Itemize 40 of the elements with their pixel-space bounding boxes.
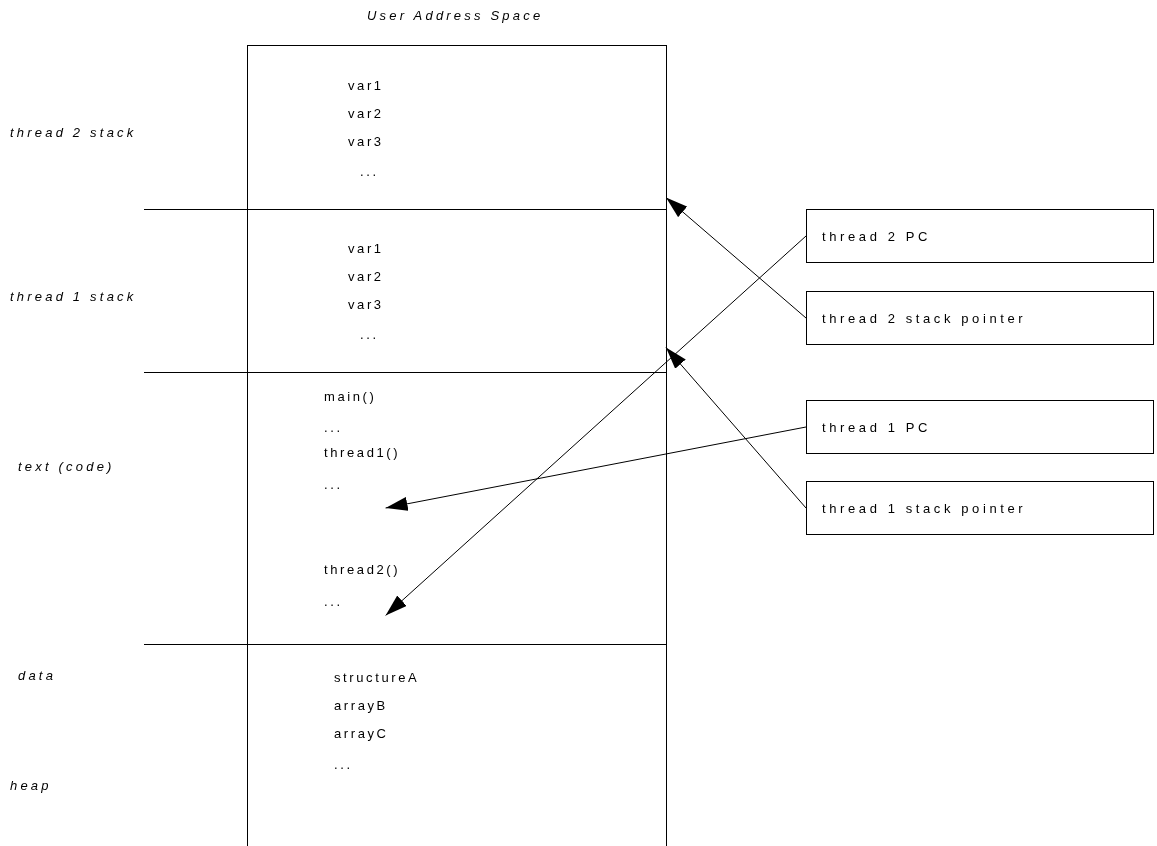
segment-label: thread 1 stack	[10, 289, 137, 305]
arrow	[385, 426, 807, 511]
memory-entry: var3	[348, 297, 384, 313]
memory-entry: ...	[360, 327, 379, 343]
memory-entry: arrayB	[334, 698, 388, 714]
arrow	[665, 347, 807, 509]
register-label: thread 1 PC	[822, 420, 931, 436]
register-box	[806, 209, 1154, 263]
memory-entry: var2	[348, 106, 384, 122]
register-box	[806, 291, 1154, 345]
memory-segment	[247, 46, 667, 210]
memory-entry: var1	[348, 78, 384, 94]
register-label: thread 1 stack pointer	[822, 501, 1027, 517]
memory-entry: ...	[360, 164, 379, 180]
memory-segment	[247, 645, 667, 846]
memory-entry: ...	[324, 420, 343, 436]
memory-entry: ...	[324, 594, 343, 610]
register-box	[806, 481, 1154, 535]
memory-entry: thread2()	[324, 562, 401, 578]
segment-label: text (code)	[18, 459, 115, 475]
memory-entry: structureA	[334, 670, 420, 686]
arrow	[665, 197, 807, 319]
memory-entry: ...	[324, 477, 343, 493]
memory-segment	[247, 373, 667, 645]
memory-entry: arrayC	[334, 726, 389, 742]
memory-entry: thread1()	[324, 445, 401, 461]
memory-entry: var3	[348, 134, 384, 150]
register-box	[806, 400, 1154, 454]
register-label: thread 2 stack pointer	[822, 311, 1027, 327]
arrow	[385, 235, 807, 616]
address-space-label: User Address Space	[367, 8, 544, 24]
memory-entry: var2	[348, 269, 384, 285]
memory-entry: main()	[324, 389, 377, 405]
memory-segment	[247, 210, 667, 373]
memory-entry: ...	[334, 757, 353, 773]
memory-entry: var1	[348, 241, 384, 257]
segment-label: heap	[10, 778, 52, 794]
segment-label: thread 2 stack	[10, 125, 137, 141]
register-label: thread 2 PC	[822, 229, 931, 245]
segment-label: data	[18, 668, 57, 684]
